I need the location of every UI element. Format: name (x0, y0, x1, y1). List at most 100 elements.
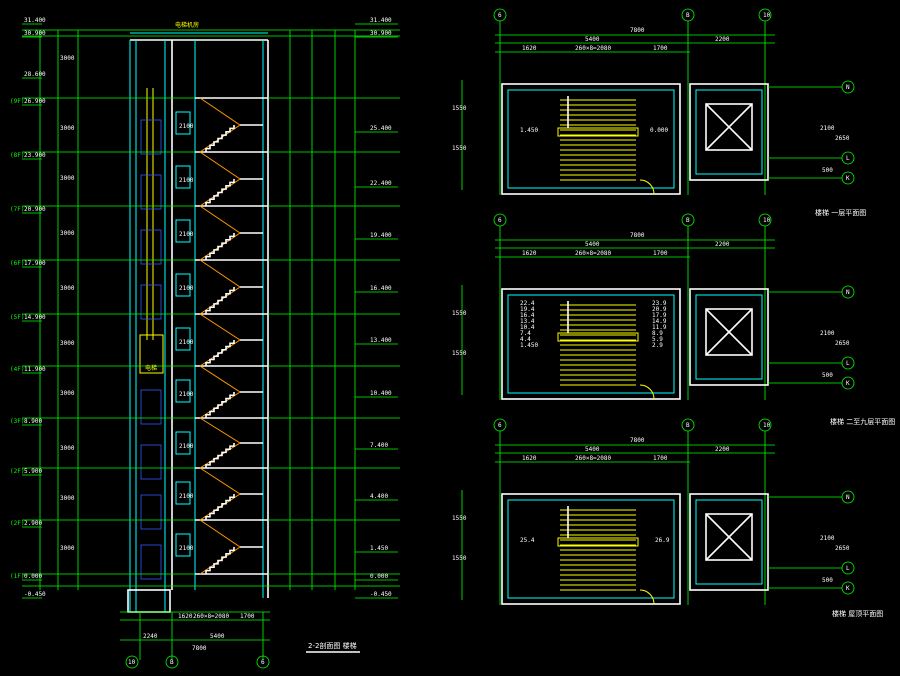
floor-tag: (3F) (10, 418, 24, 425)
door-swing (639, 384, 655, 400)
vertical-dim: 3000 (60, 445, 75, 452)
stair-inner (507, 89, 675, 189)
level-text: 23.9 (652, 300, 667, 307)
elevator-inner (695, 499, 763, 585)
dim-text: 5400 (585, 446, 600, 453)
dim-text: 7800 (630, 437, 645, 444)
window (175, 111, 191, 135)
elevator-label: 电梯 (145, 364, 157, 372)
elevation-level: 8.900 (24, 418, 42, 425)
level-text: 1.450 (520, 342, 538, 349)
stair-handrail (557, 537, 639, 547)
window-dim: 2100 (179, 285, 194, 292)
elevation-level: 2.900 (24, 520, 42, 527)
axis-bubble-label: B (170, 659, 174, 666)
dim-text: 260×8=2080 (575, 45, 612, 52)
elevator-car (705, 513, 753, 561)
axis-bubble-label: L (846, 155, 850, 162)
elevation-level: 11.900 (24, 366, 46, 373)
level-text: 5.9 (652, 336, 663, 343)
dim-text: 1700 (240, 613, 255, 620)
dim-text: 5400 (585, 241, 600, 248)
window-dim: 2100 (179, 177, 194, 184)
dim-text: 500 (822, 167, 833, 174)
axis-bubble-label: 6 (498, 217, 502, 224)
dim-text: 1620 (522, 455, 537, 462)
vertical-dim: 3000 (60, 125, 75, 132)
dim-text: 260×8=2080 (575, 250, 612, 257)
level-text: 26.9 (655, 537, 670, 544)
elevation-level: 31.400 (24, 17, 46, 24)
level-text: 17.9 (652, 312, 667, 319)
level-text: 25.4 (520, 537, 535, 544)
elevator-inner (695, 89, 763, 175)
stair-wall (501, 288, 681, 400)
floor-tag: (7F) (10, 206, 24, 213)
dim-text: 1700 (653, 250, 668, 257)
window-dim: 2100 (179, 231, 194, 238)
floor-tag: (5F) (10, 314, 24, 321)
dim-text: 1550 (452, 145, 467, 152)
axis-bubble-label: L (846, 565, 850, 572)
dim-text: 260×8=2080 (193, 613, 230, 620)
level-text: 4.4 (520, 336, 531, 343)
dim-text: 2650 (835, 545, 850, 552)
dim-text: 2200 (715, 36, 730, 43)
elevation-level: 20.900 (24, 206, 46, 213)
door-swing (639, 589, 655, 605)
stair-steps (205, 233, 235, 260)
dim-text: 1550 (452, 310, 467, 317)
elevator-x (705, 308, 753, 356)
dim-text: 2200 (715, 446, 730, 453)
dim-text: 260×8=2080 (575, 455, 612, 462)
elevation-level: 30.900 (24, 30, 46, 37)
dim-text: 1550 (452, 105, 467, 112)
floor-tag: (9F) (10, 98, 24, 105)
plan-title-3: 楼梯 屋顶平面图 (832, 609, 883, 618)
elevator-wall (689, 83, 769, 181)
level-text: 7.4 (520, 330, 531, 337)
dim-text: 7800 (630, 27, 645, 34)
vertical-dim: 3000 (60, 230, 75, 237)
dim-text: 2100 (820, 330, 835, 337)
stair-steps (205, 547, 235, 574)
elevator-car (705, 103, 753, 151)
elevation-level: 0.000 (24, 573, 42, 580)
elevation-level: 14.900 (24, 314, 46, 321)
axis-bubble-label: 6 (261, 659, 265, 666)
stair-wall (501, 493, 681, 605)
elevator-door (140, 119, 162, 155)
dim-text: 1620 (522, 45, 537, 52)
dim-text: 2100 (820, 125, 835, 132)
elevator-door (140, 174, 162, 210)
window (175, 327, 191, 351)
floor-tag: (1F) (10, 573, 24, 580)
window (175, 481, 191, 505)
elevator-door (140, 444, 162, 480)
dim-text: 2100 (820, 535, 835, 542)
vertical-dim: 3000 (60, 545, 75, 552)
dim-text: 1620 (522, 250, 537, 257)
axis-bubble-label: B (686, 422, 690, 429)
window-dim: 2100 (179, 339, 194, 346)
floor-tag: (4F) (10, 366, 24, 373)
axis-bubble-label: K (846, 380, 850, 387)
elevator-wall (689, 288, 769, 386)
axis-bubble-label: K (846, 585, 850, 592)
window (175, 379, 191, 403)
vertical-dim: 3000 (60, 340, 75, 347)
stair-steps (205, 494, 235, 520)
stair-handrail (557, 127, 639, 137)
elevator-inner (695, 294, 763, 380)
elevation-level-right: 13.400 (370, 337, 392, 344)
stair-inner (507, 294, 675, 394)
vertical-dim: 3000 (60, 495, 75, 502)
section-title: 2-2剖面图 楼梯 (308, 641, 357, 650)
stair-steps (205, 392, 235, 418)
axis-bubble-label: 10 (763, 217, 771, 224)
axis-bubble-label: 10 (128, 659, 136, 666)
level-text: 8.9 (652, 330, 663, 337)
